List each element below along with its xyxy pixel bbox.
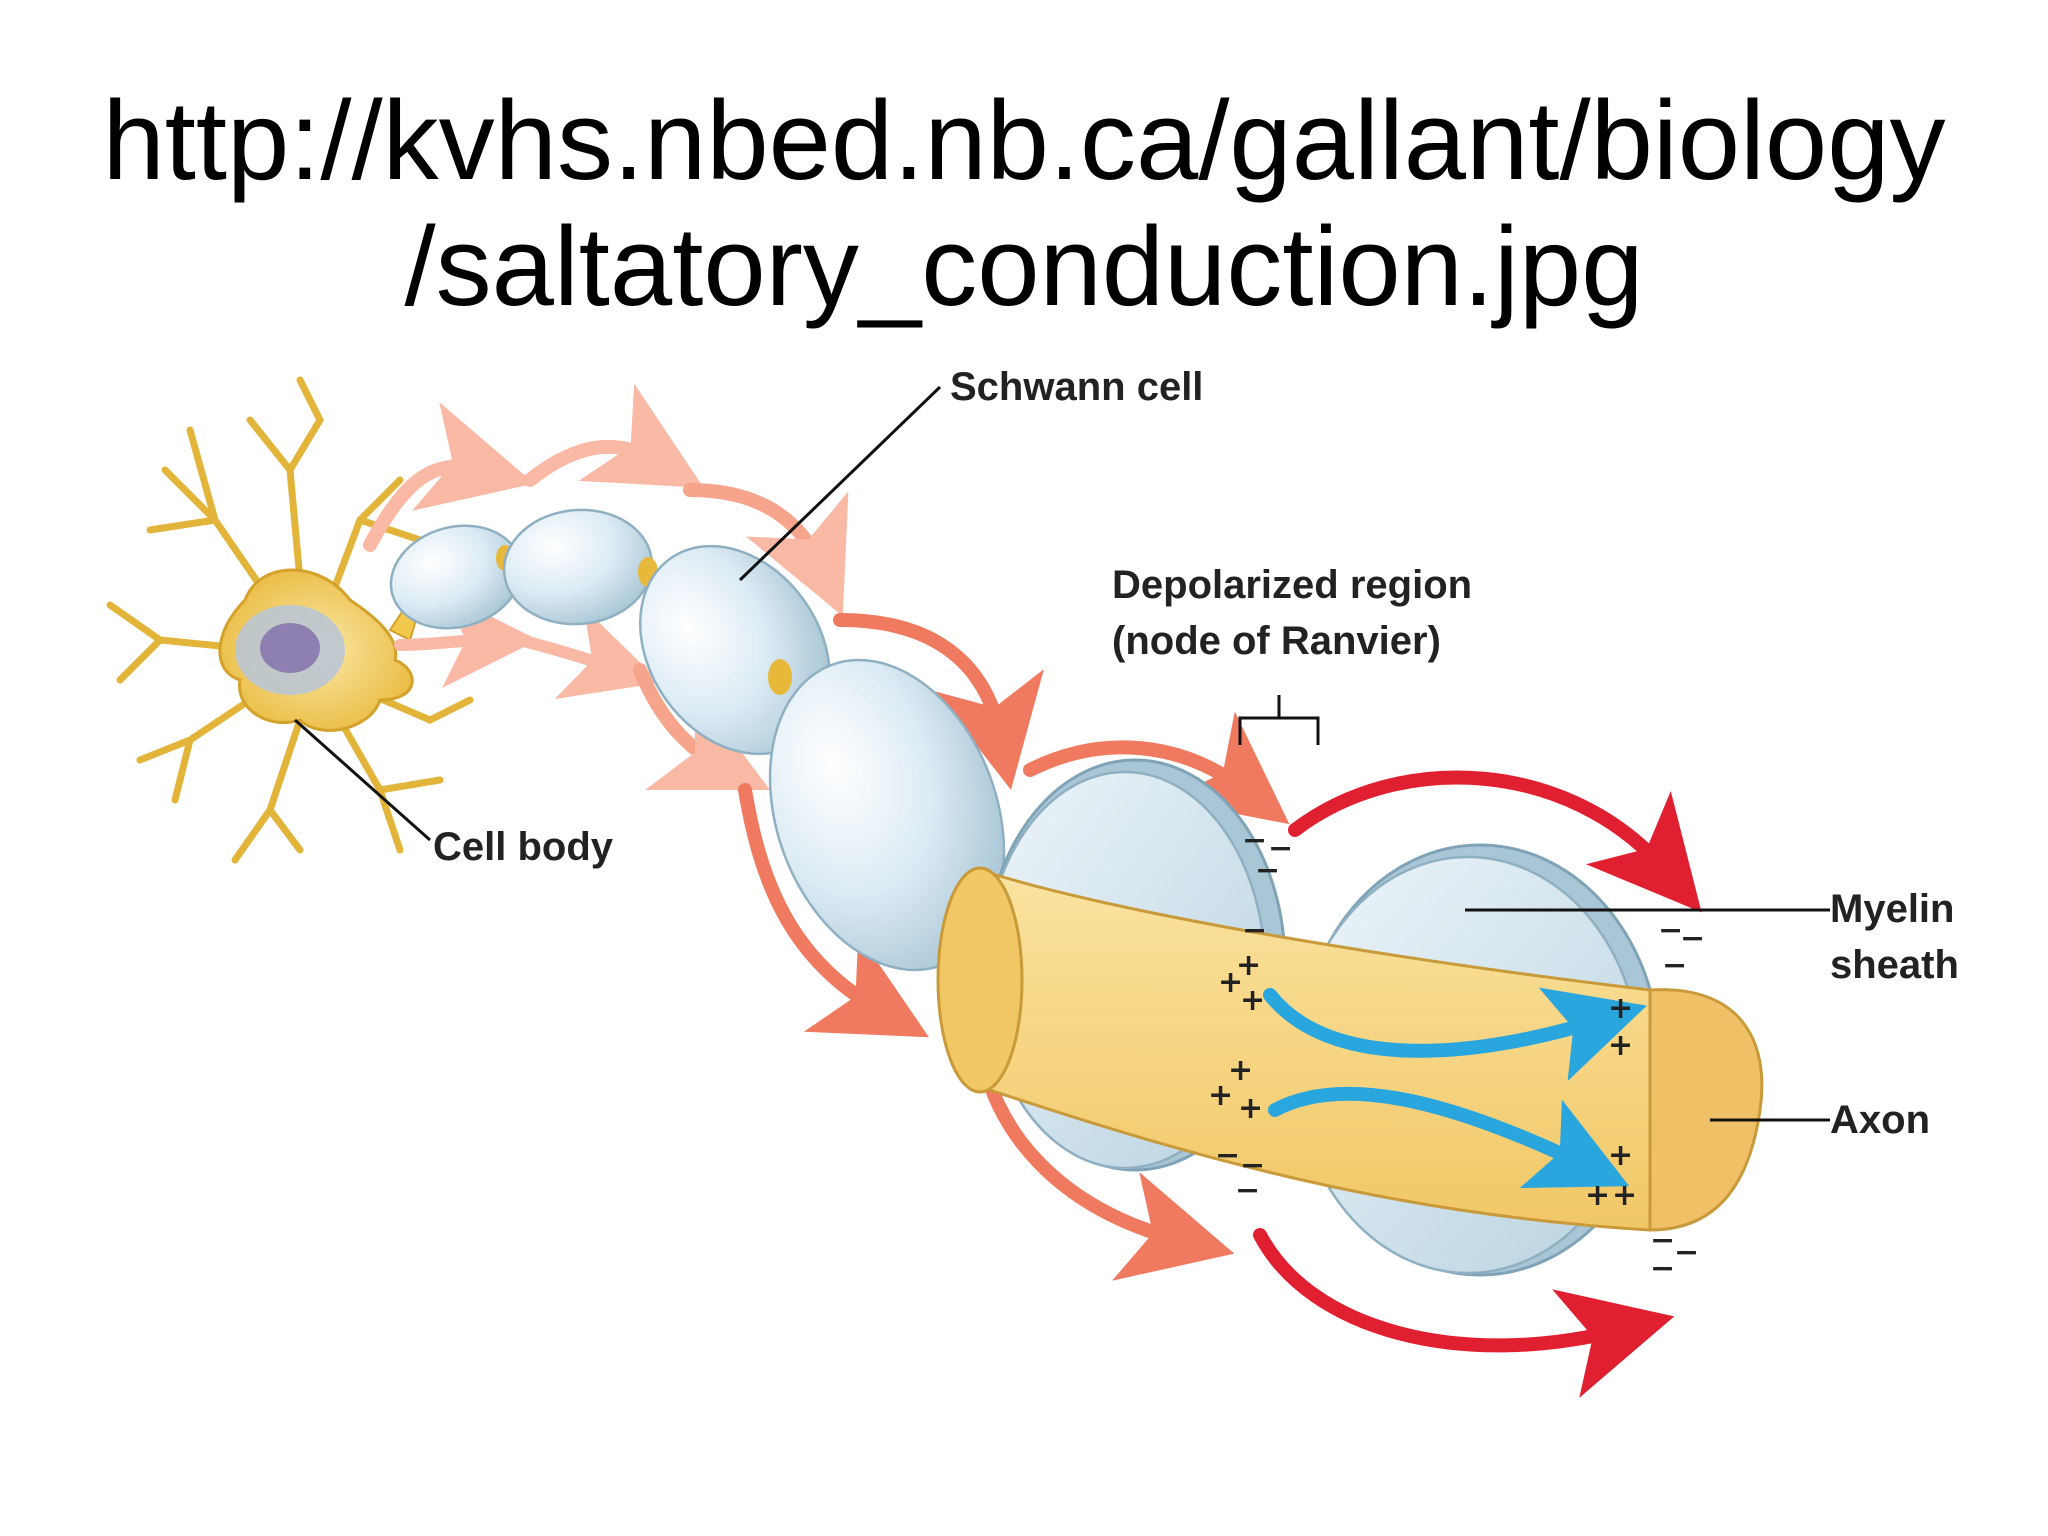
label-myelin: Myelin	[1830, 887, 1954, 931]
leader-lines	[294, 385, 1830, 1122]
action-potential-arrows	[1253, 770, 1702, 1398]
charge-neg: −	[1650, 1251, 1675, 1286]
current-arrow-upper	[1263, 987, 1647, 1082]
arrow-strong-lower	[1253, 1228, 1675, 1398]
cell-body-leader	[294, 718, 431, 842]
charge-neg: −	[1242, 823, 1267, 858]
charge-pos: +	[1585, 1178, 1610, 1213]
neuron-cell-body	[106, 376, 474, 864]
arrow-mid-3	[1023, 711, 1290, 825]
charge-neg: −	[1255, 853, 1280, 888]
title-line-1: http://kvhs.nbed.nb.ca/gallant/biology	[102, 78, 1946, 203]
arrow-faint-2	[523, 383, 704, 488]
label-sheath: sheath	[1830, 943, 1959, 987]
schwann-segment-2	[502, 508, 654, 626]
charge-neg: −	[1242, 913, 1267, 948]
arrow-mid-2	[738, 783, 929, 1038]
membrane-charges: − − − − + + + + + + − − − − − − + + + + …	[1208, 823, 1705, 1286]
arrow-faint-1	[363, 402, 535, 552]
arrow-strong-upper	[1288, 770, 1702, 913]
local-current-arrows	[1263, 987, 1647, 1189]
axon-distal-end	[1648, 988, 1764, 1232]
charge-pos: +	[1240, 983, 1265, 1018]
arrow-faint-5	[683, 483, 849, 617]
axon	[936, 866, 1764, 1232]
charge-pos: +	[1608, 1138, 1633, 1173]
arrow-faint-4	[514, 607, 661, 700]
charge-neg: −	[1680, 921, 1705, 956]
label-schwann-cell: Schwann cell	[950, 365, 1203, 409]
charge-neg: −	[1215, 1138, 1240, 1173]
charge-pos: +	[1208, 1078, 1233, 1113]
charge-neg: −	[1650, 1223, 1675, 1258]
charge-pos: +	[1228, 1053, 1253, 1088]
charge-pos: +	[1608, 1028, 1633, 1063]
title-line-2: /saltatory_conduction.jpg	[404, 204, 1644, 329]
slide-title: http://kvhs.nbed.nb.ca/gallant/biology /…	[0, 78, 2048, 330]
label-depolarized-region: Depolarized region	[1112, 563, 1472, 607]
charge-neg: −	[1235, 1173, 1260, 1208]
arrow-faint-6	[633, 663, 771, 791]
charge-pos: +	[1218, 965, 1243, 1000]
charge-neg: −	[1658, 913, 1683, 948]
charge-pos: +	[1238, 1091, 1263, 1126]
depolarized-region-bracket	[1238, 695, 1320, 745]
charge-neg: −	[1268, 831, 1293, 866]
arrow-faint-3	[394, 592, 538, 689]
axon-proximal-end	[936, 866, 1024, 1094]
diagram-labels: Schwann cell Cell body Depolarized regio…	[433, 365, 1959, 1142]
charge-pos: +	[1612, 1178, 1637, 1213]
charge-pos: +	[1236, 948, 1261, 983]
arrow-mid-1	[833, 613, 1044, 790]
node-gap-3	[768, 659, 792, 695]
schwann-cell-chain	[389, 508, 1006, 972]
current-arrow-lower	[1268, 1086, 1630, 1189]
label-node-of-ranvier: (node of Ranvier)	[1112, 619, 1441, 663]
schwann-cell-leader	[738, 385, 942, 582]
label-cell-body: Cell body	[433, 825, 614, 869]
charge-neg: −	[1240, 1148, 1265, 1183]
charge-neg: −	[1662, 948, 1687, 983]
charge-neg: −	[1674, 1235, 1699, 1270]
charge-pos: +	[1608, 991, 1633, 1026]
propagation-arrows-faint	[363, 383, 849, 791]
label-axon: Axon	[1830, 1098, 1930, 1142]
